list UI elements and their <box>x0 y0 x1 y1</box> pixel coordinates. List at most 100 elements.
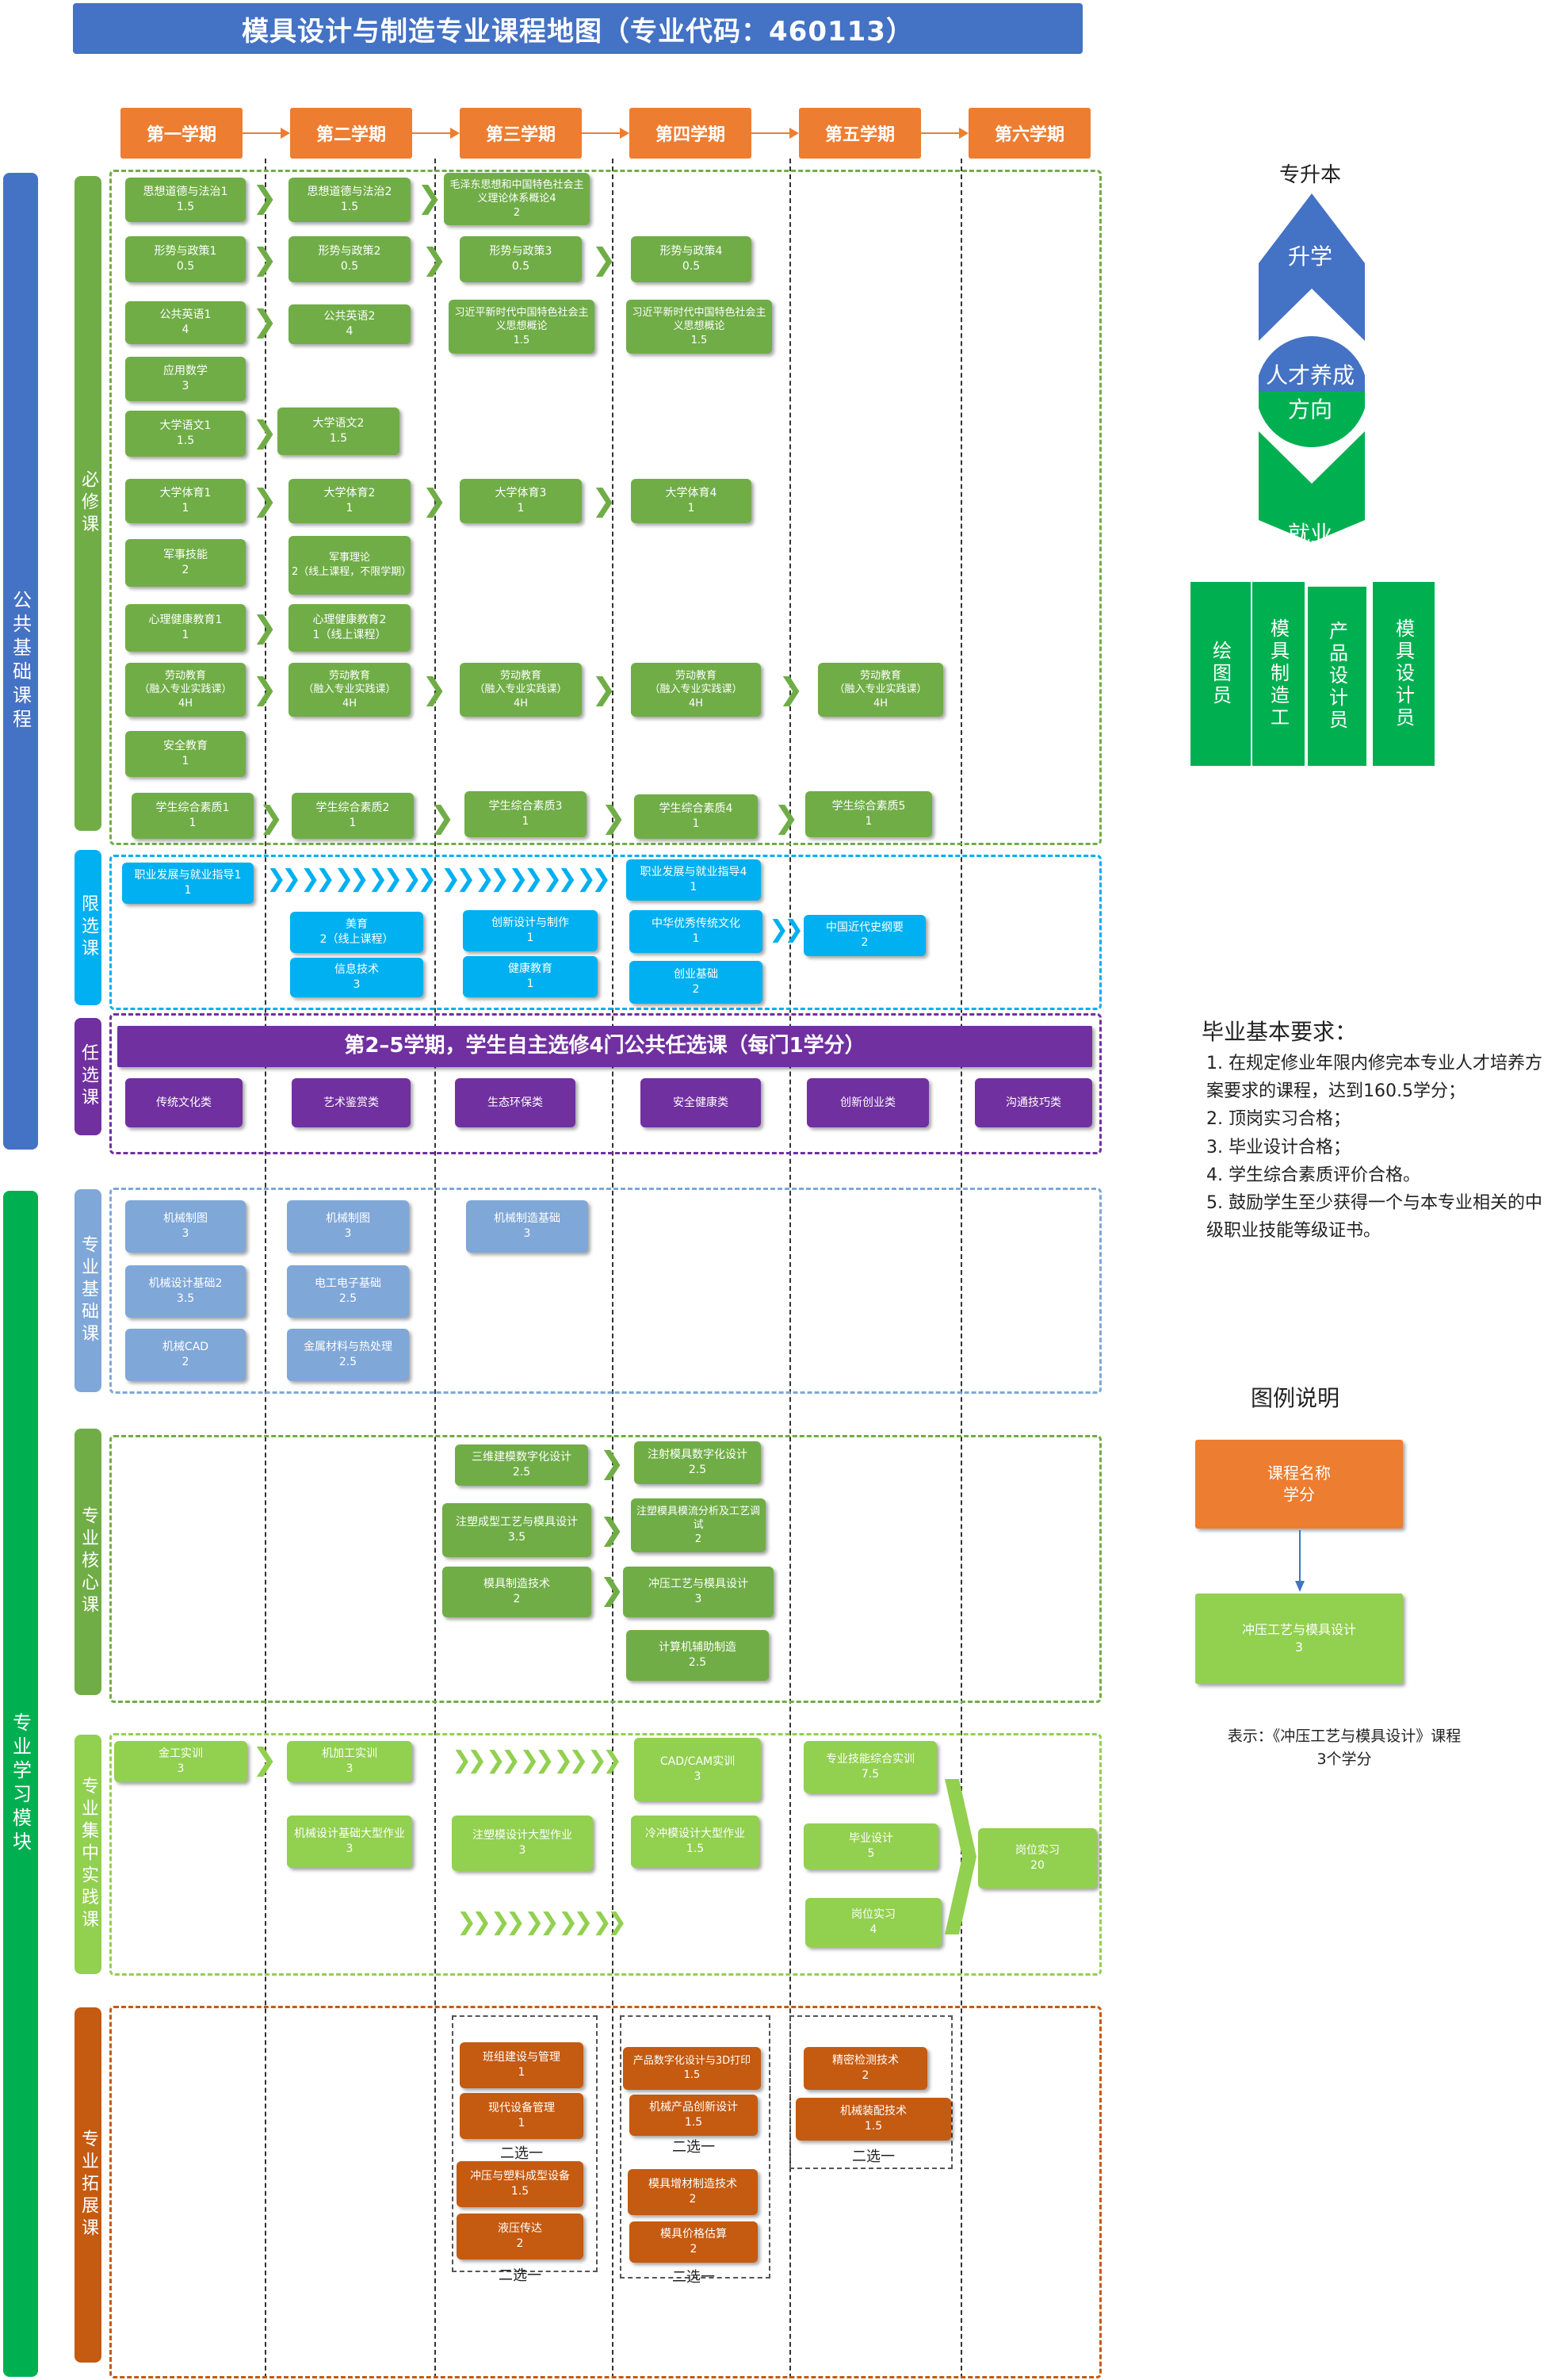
section-major-core: 专业核心课 <box>75 1429 101 1695</box>
elective-category: 安全健康类 <box>640 1078 761 1127</box>
progress-chevron: ❯❯ ❯❯ ❯❯ ❯❯ ❯❯ <box>457 1908 627 1936</box>
semester-1: 第一学期 <box>120 108 243 159</box>
column-divider <box>434 159 436 2378</box>
course-box: 劳动教育（融入专业实践课）4H <box>125 663 246 717</box>
progress-chevron: ❯ <box>778 672 804 706</box>
frame-practice <box>109 1733 1102 1976</box>
job-drafter: 绘图员 <box>1190 582 1251 766</box>
progress-chevron: ❯❯ ❯❯ ❯❯ ❯❯ ❯❯ <box>266 865 437 893</box>
frame-elective <box>109 1013 1102 1154</box>
progress-chevron: ❯ <box>422 483 447 518</box>
merge-bracket-icon <box>945 1779 976 1934</box>
progress-chevron: ❯ <box>252 1742 277 1777</box>
progress-chevron: ❯ <box>430 800 455 835</box>
graduation-item: 5. 鼓励学生至少获得一个与本专业相关的中级职业技能等级证书。 <box>1206 1192 1542 1242</box>
elective-category: 生态环保类 <box>455 1078 575 1127</box>
semester-arrow <box>921 128 969 139</box>
job-mold-designer: 模具设计员 <box>1373 582 1435 766</box>
course-box: 劳动教育（融入专业实践课）4H <box>631 663 761 717</box>
frame-required <box>109 170 1102 845</box>
progress-chevron: ❯ <box>599 1512 625 1547</box>
choice-group <box>789 2015 953 2169</box>
progress-chevron: ❯ <box>252 672 277 706</box>
semester-arrow <box>751 128 799 139</box>
semester-4: 第四学期 <box>629 108 751 159</box>
progress-chevron: ❯ <box>599 1572 625 1607</box>
progress-chevron: ❯ <box>422 672 447 706</box>
direction-up-label: 升学 <box>1287 243 1332 270</box>
graduation-item: 1. 在规定修业年限内修完本专业人才培养方案要求的课程，达到160.5学分； <box>1206 1054 1542 1102</box>
progress-chevron: ❯ <box>591 672 617 706</box>
legend-caption: 表示：《冲压工艺与模具设计》课程 3个学分 <box>1227 1728 1462 1768</box>
graduation-list: 1. 在规定修业年限内修完本专业人才培养方案要求的课程，达到160.5学分； 2… <box>1202 1050 1553 1245</box>
page-title: 模具设计与制造专业课程地图（专业代码：460113） <box>73 3 1083 54</box>
choose-one-label: 二选一 <box>852 2149 895 2165</box>
progress-chevron: ❯ <box>258 800 284 835</box>
job-product-designer: 产品设计员 <box>1308 587 1366 766</box>
course-box: 劳动教育（融入专业实践课）4H <box>460 663 582 717</box>
section-extension: 专业拓展课 <box>75 2007 101 2363</box>
column-divider <box>961 159 962 2378</box>
progress-chevron: ❯ <box>601 800 626 835</box>
legend-title: 图例说明 <box>1251 1385 1340 1411</box>
course-box: 劳动教育（融入专业实践课）4H <box>289 663 411 717</box>
semester-arrow <box>582 128 629 139</box>
choose-one-label: 二选一 <box>500 2145 543 2162</box>
direction-top-label: 专升本 <box>1278 163 1341 187</box>
choice-group <box>620 2015 770 2279</box>
module-public: 公共基础课程 <box>3 173 38 1150</box>
course-box: 劳动教育（融入专业实践课）4H <box>818 663 943 717</box>
progress-chevron: ❯❯ ❯❯ ❯❯ ❯❯ ❯❯ <box>441 865 611 893</box>
column-divider <box>789 159 791 2378</box>
section-elective: 任选课 <box>75 1018 101 1135</box>
progress-chevron: ❯ <box>252 242 277 277</box>
section-major-basic: 专业基础课 <box>75 1189 101 1392</box>
progress-chevron: ❯ <box>422 242 447 277</box>
semester-3: 第三学期 <box>460 108 582 159</box>
direction-center-label: 人才养成方向 <box>1265 362 1355 423</box>
